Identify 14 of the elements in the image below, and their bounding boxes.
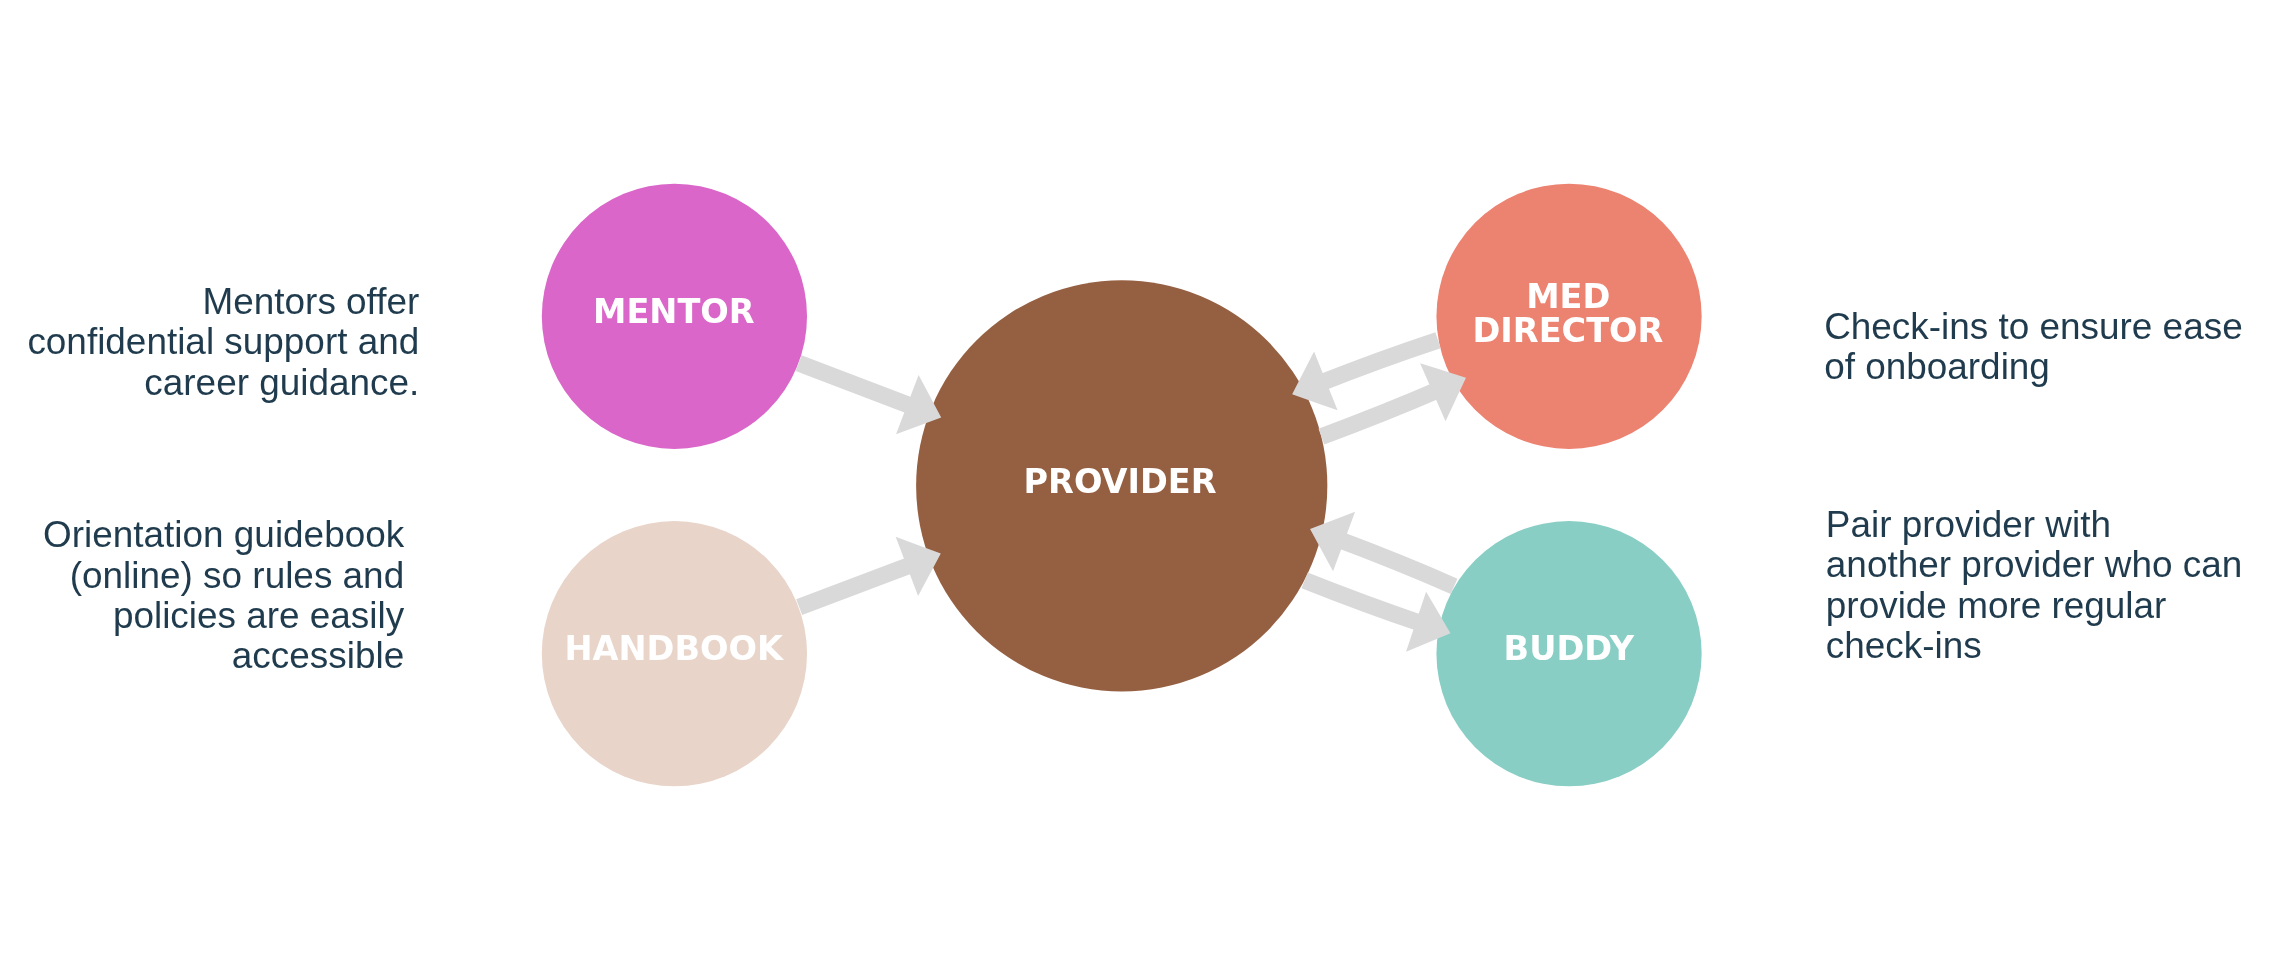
arrow: [1310, 511, 1458, 595]
node-circle: MENTOR: [541, 183, 807, 449]
node-label: Mentors offer confidential support and career guidance.: [27, 280, 420, 403]
node-label: Orientation guidebook (online) so rules and policies are easily accessible: [43, 514, 405, 677]
node-circle: MED DIRECTOR: [1436, 183, 1702, 449]
node-circle: BUDDY: [1436, 521, 1702, 787]
arrow: [1318, 363, 1466, 445]
arrow: [1301, 572, 1451, 652]
arrow: [1292, 332, 1441, 411]
node-circle: PROVIDER: [916, 280, 1328, 692]
node-label: Pair provider with another provider who can provide more regular check-ins: [1825, 504, 2243, 667]
arrow: [796, 536, 941, 615]
node-label: Check-ins to ensure ease of onboarding: [1824, 306, 2243, 388]
arrow: [795, 355, 942, 435]
